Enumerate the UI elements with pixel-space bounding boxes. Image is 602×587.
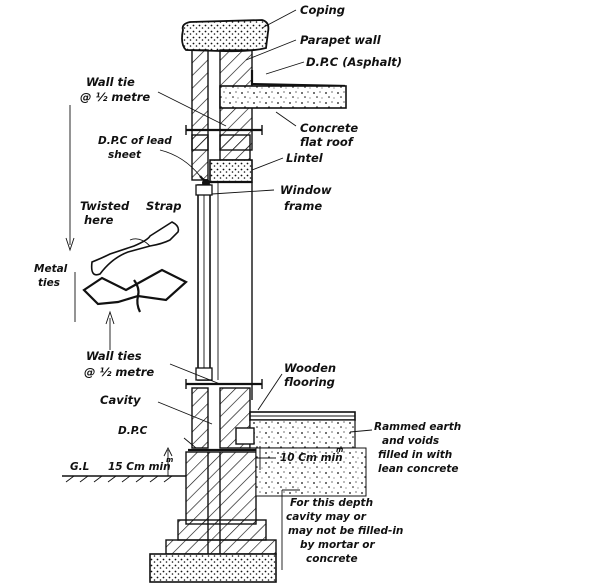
label-dim-10cm-sup: m xyxy=(336,446,343,454)
label-rammed-earth-2: and voids xyxy=(382,435,439,447)
label-cavity: Cavity xyxy=(100,393,141,407)
label-rammed-earth-1: Rammed earth xyxy=(374,421,461,433)
label-window-frame-2: frame xyxy=(284,199,322,213)
footing-step-2 xyxy=(165,539,277,555)
label-dim-10cm: 10 Cm min xyxy=(280,452,343,464)
outer-leaf-upper xyxy=(219,134,251,161)
label-dpc-bottom: D.P.C xyxy=(118,425,148,437)
label-ground-level: G.L xyxy=(70,461,89,473)
label-wooden-flooring-2: flooring xyxy=(284,375,335,389)
label-concrete-roof-1: Concrete xyxy=(300,121,358,135)
lintel xyxy=(209,159,253,183)
label-dim-15cm-sup: m xyxy=(166,456,173,464)
label-note-3: may not be filled-in xyxy=(288,525,403,537)
label-dpc-lead-2: sheet xyxy=(108,149,142,161)
label-dpc-asphalt: D.P.C (Asphalt) xyxy=(306,55,402,69)
label-lintel: Lintel xyxy=(286,151,324,165)
footing-step-1 xyxy=(177,519,267,541)
lower-walls xyxy=(185,451,257,525)
concrete-roof-slab xyxy=(219,85,347,109)
inner-leaf-lower xyxy=(191,387,209,449)
label-note-5: concrete xyxy=(306,553,358,565)
label-window-frame-1: Window xyxy=(280,183,332,197)
inner-leaf-upper xyxy=(191,134,209,181)
label-strap: Strap xyxy=(146,199,181,213)
label-wall-ties-bottom-2: @ ½ metre xyxy=(84,365,154,379)
label-dpc-lead-1: D.P.C of lead xyxy=(98,135,172,147)
butterfly-tie xyxy=(82,268,188,306)
label-coping: Coping xyxy=(300,3,345,17)
label-wall-tie-top-1: Wall tie xyxy=(86,75,135,89)
concrete-foundation xyxy=(149,553,277,583)
label-concrete-roof-2: flat roof xyxy=(300,135,355,149)
label-twisted-here-1: Twisted xyxy=(80,199,130,213)
label-metal-ties-2: ties xyxy=(38,277,60,289)
dpc-asphalt xyxy=(250,70,346,88)
label-wall-ties-bottom-1: Wall ties xyxy=(86,349,142,363)
label-note-4: by mortar or xyxy=(300,539,376,551)
label-wall-tie-top-2: @ ½ metre xyxy=(80,90,150,104)
label-dim-15cm: 15 Cm min xyxy=(108,461,171,473)
label-wooden-flooring-1: Wooden xyxy=(284,361,336,375)
label-note-2: cavity may or xyxy=(286,511,367,523)
label-metal-ties-1: Metal xyxy=(34,263,68,275)
label-rammed-earth-3: filled in with xyxy=(378,449,452,461)
twisted-strap xyxy=(90,221,180,276)
label-twisted-here-2: here xyxy=(84,213,114,227)
label-note-1: For this depth xyxy=(290,497,373,509)
coping xyxy=(181,19,270,53)
label-parapet-wall: Parapet wall xyxy=(300,33,382,47)
label-rammed-earth-4: lean concrete xyxy=(378,463,459,475)
cavity-fill-concrete xyxy=(255,447,367,497)
rammed-earth xyxy=(249,419,356,449)
